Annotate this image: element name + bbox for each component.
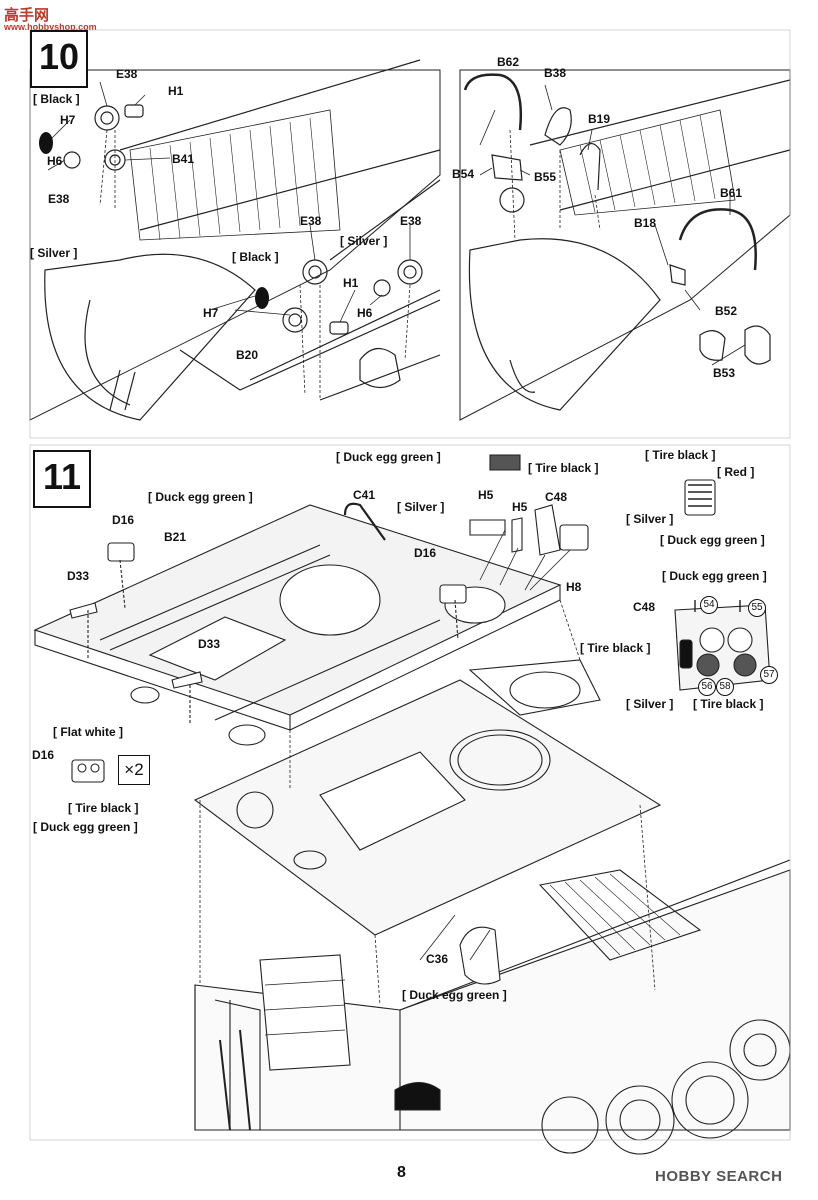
label-e38-d: E38: [400, 214, 422, 228]
paint-black-b: [ Black ]: [232, 250, 279, 264]
paint-silver-r2: [ Silver ]: [626, 697, 674, 711]
label-e38-b: E38: [48, 192, 70, 206]
paint-silver-b: [ Silver ]: [340, 234, 388, 248]
part-b38: [544, 107, 572, 146]
step10-left-grille-1: [129, 109, 341, 241]
gauge-number-54: 54: [700, 596, 718, 614]
label-b19: B19: [588, 112, 611, 126]
label-d16-b: D16: [414, 546, 437, 560]
label-d16-c: D16: [32, 748, 55, 762]
paint-red-r: [ Red ]: [717, 465, 755, 479]
label-b62: B62: [497, 55, 520, 69]
hobby-search-logo: HOBBY SEARCH: [655, 1168, 783, 1185]
label-b61: B61: [720, 186, 743, 200]
label-h1-a: H1: [168, 84, 184, 98]
gauge-number-58: 58: [716, 678, 734, 696]
label-b21: B21: [164, 530, 187, 544]
paint-tire-r: [ Tire black ]: [645, 448, 716, 462]
label-c48-a: C48: [545, 490, 568, 504]
step10-right-grille-1: [559, 109, 736, 216]
multiplier-x2: ×2: [118, 755, 150, 785]
paint-duck-plate: [ Duck egg green ]: [148, 490, 253, 504]
paint-duck-top: [ Duck egg green ]: [336, 450, 441, 464]
paint-flat-white: [ Flat white ]: [53, 725, 123, 739]
paint-silver-h5: [ Silver ]: [397, 500, 445, 514]
label-b54: B54: [452, 167, 475, 181]
label-h6-b: H6: [357, 306, 373, 320]
step10-left-hatch: [44, 253, 256, 421]
paint-silver-a: [ Silver ]: [30, 246, 78, 260]
engine-grille: [538, 869, 702, 961]
label-e38-a: E38: [116, 67, 138, 81]
label-c41: C41: [353, 488, 376, 502]
paint-tire-top: [ Tire black ]: [528, 461, 599, 475]
watermark-url: www.hobbyshop.com: [4, 22, 97, 32]
step-number-10: 10: [30, 30, 88, 88]
label-h8: H8: [566, 580, 582, 594]
label-b20: B20: [236, 348, 259, 362]
paint-duck-r2: [ Duck egg green ]: [662, 569, 767, 583]
label-b38: B38: [544, 66, 567, 80]
paint-tire-r3: [ Tire black ]: [693, 697, 764, 711]
watermark-logo: 高手网: [4, 7, 50, 24]
label-d16-a: D16: [112, 513, 135, 527]
paint-duck-r: [ Duck egg green ]: [660, 533, 765, 547]
label-h7-b: H7: [203, 306, 219, 320]
paint-tire-r2: [ Tire black ]: [580, 641, 651, 655]
step10-left-side: [179, 289, 441, 391]
label-b55: B55: [534, 170, 557, 184]
step-number-11: 11: [33, 450, 91, 508]
label-b41: B41: [172, 152, 195, 166]
label-e38-c: E38: [300, 214, 322, 228]
label-d33-a: D33: [67, 569, 90, 583]
label-d33-b: D33: [198, 637, 221, 651]
label-h1-b: H1: [343, 276, 359, 290]
paint-black-a: [ Black ]: [33, 92, 80, 106]
step10-right-deck: [459, 69, 791, 421]
paint-silver-r: [ Silver ]: [626, 512, 674, 526]
label-h5-b: H5: [512, 500, 528, 514]
handle-b61: [678, 208, 757, 271]
label-b18: B18: [634, 216, 657, 230]
label-c36: C36: [426, 952, 449, 966]
gauge-number-57: 57: [760, 666, 778, 684]
label-h5-a: H5: [478, 488, 494, 502]
handle-b62: [463, 73, 522, 131]
label-c48-b: C48: [633, 600, 656, 614]
part-b19: [579, 143, 601, 191]
label-h6-a: H6: [47, 154, 63, 168]
paint-duck-c36: [ Duck egg green ]: [402, 988, 507, 1002]
step10-right-hatch: [468, 238, 661, 411]
label-b53: B53: [713, 366, 736, 380]
label-b52: B52: [715, 304, 738, 318]
label-h7-a: H7: [60, 113, 76, 127]
gauge-number-56: 56: [698, 678, 716, 696]
page-number: 8: [397, 1164, 406, 1181]
handle-c41: [343, 502, 386, 541]
paint-duck-d16: [ Duck egg green ]: [33, 820, 138, 834]
paint-tire-d16: [ Tire black ]: [68, 801, 139, 815]
gauge-number-55: 55: [748, 599, 766, 617]
